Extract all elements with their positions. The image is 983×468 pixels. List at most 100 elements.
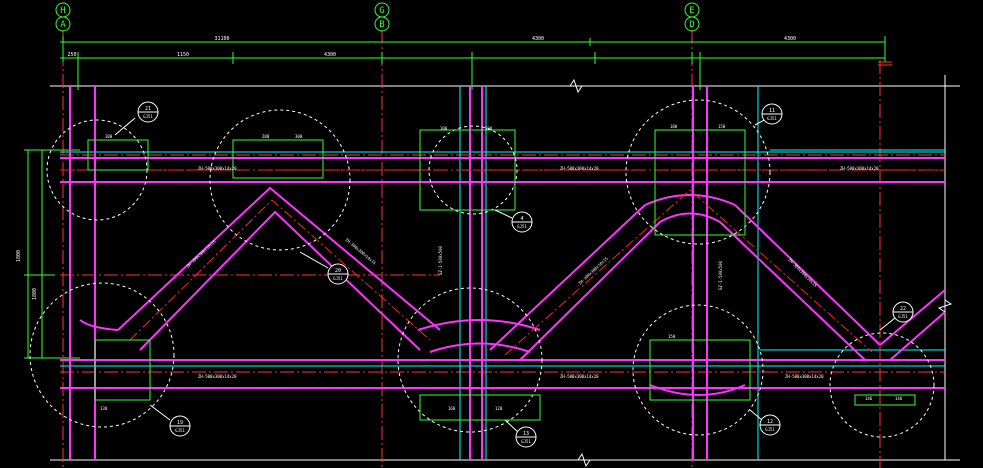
svg-text:12: 12 <box>767 419 773 425</box>
svg-text:300: 300 <box>295 134 303 139</box>
dim-sub-2: 4300 <box>324 52 336 58</box>
svg-text:500: 500 <box>485 126 493 131</box>
break-mark-right <box>937 299 953 313</box>
dim-sub-1: 1150 <box>177 52 189 58</box>
svg-text:21: 21 <box>145 106 151 112</box>
detail-zone-5[interactable] <box>29 282 175 428</box>
truss-members <box>60 86 946 460</box>
svg-text:120: 120 <box>495 406 503 411</box>
svg-text:130: 130 <box>100 406 108 411</box>
detail-zones <box>29 99 935 438</box>
diagonal-label-4: ZH-300x300x10x15 <box>787 257 818 288</box>
diagonal-4 <box>879 289 946 361</box>
svg-text:150: 150 <box>718 124 726 129</box>
axis-bubble-E[interactable]: E <box>684 2 700 18</box>
dim-top-3: 4300 <box>784 36 796 42</box>
column-middle <box>469 86 483 460</box>
svg-text:GJ51: GJ51 <box>767 116 777 121</box>
svg-text:GJ51: GJ51 <box>175 428 185 433</box>
bottom-chord-label-1: ZH-500x300x14x20 <box>198 374 237 379</box>
detail-zone-8[interactable] <box>829 332 935 438</box>
svg-text:GJ51: GJ51 <box>765 427 775 432</box>
axis-bubble-G[interactable]: G <box>374 2 390 18</box>
axis-label-H: H <box>60 6 65 16</box>
diagonal-label-1: ZH-300x300x10x15 <box>185 238 217 268</box>
top-chord-label-2: ZH-500x300x14x20 <box>560 166 599 171</box>
svg-text:GJ51: GJ51 <box>898 314 908 319</box>
diagonal-label-2: ZH-300x300x10x15 <box>344 237 377 266</box>
column-label-2: GZ-1-500x500 <box>718 261 723 290</box>
detail-zone-3[interactable] <box>428 125 518 215</box>
detail-callout-1[interactable]: 21 GJ51 <box>114 101 159 136</box>
svg-text:GJ51: GJ51 <box>143 114 153 119</box>
svg-text:13: 13 <box>523 431 529 437</box>
axis-bubble-A[interactable]: A <box>55 16 71 32</box>
axis-label-G: G <box>379 6 384 16</box>
column-left <box>69 86 96 460</box>
svg-text:150: 150 <box>668 334 676 339</box>
svg-text:100: 100 <box>440 126 448 131</box>
detail-callouts: 21 GJ51 20 GJ51 4 GJ51 11 GJ51 <box>114 101 914 448</box>
svg-text:GJ51: GJ51 <box>517 224 527 229</box>
svg-text:GJ51: GJ51 <box>521 439 531 444</box>
node-bottom-left <box>79 319 119 331</box>
detail-callout-3[interactable]: 4 GJ51 <box>494 209 533 233</box>
detail-callout-8[interactable]: 22 GJ51 <box>879 301 914 331</box>
svg-text:100: 100 <box>670 124 678 129</box>
node-dimension-texts: 100 200 300 100 500 100 150 130 160 120 … <box>100 124 903 411</box>
node-bottom-middle <box>417 319 541 353</box>
top-chord-label-3: ZH-500x300x14x20 <box>840 166 879 171</box>
axis-label-E: E <box>689 6 694 16</box>
dim-left-2: 1800 <box>32 288 38 300</box>
column-label-1: GZ-1-500x500 <box>438 246 443 275</box>
diagonal-3 <box>719 204 881 361</box>
detail-zone-4[interactable] <box>625 99 771 245</box>
node-top-right <box>644 194 736 223</box>
break-mark-top <box>569 78 583 94</box>
axis-label-A: A <box>60 20 66 30</box>
svg-text:200: 200 <box>262 134 270 139</box>
dim-top-2: 4300 <box>532 36 544 42</box>
left-dimension-texts: 1800 1800 <box>16 250 38 300</box>
bottom-chord-label-2: ZH-500x300x14x20 <box>560 374 599 379</box>
svg-text:146: 146 <box>865 396 873 401</box>
detail-callout-6[interactable]: 13 GJ51 <box>504 419 537 448</box>
top-dimension-chain <box>60 36 892 90</box>
svg-text:20: 20 <box>335 268 341 274</box>
cyan-auxiliary-lines <box>60 86 945 460</box>
axis-bubbles: H A G B E D <box>55 2 700 32</box>
detail-callout-2[interactable]: 20 GJ51 <box>299 251 349 285</box>
diagonal-pair-1-upper <box>117 186 441 331</box>
axis-lines <box>60 30 945 468</box>
axis-bubble-D[interactable]: D <box>684 16 700 32</box>
bottom-chord-label-3: ZH-500x300x14x20 <box>785 374 824 379</box>
node-dimension-boxes <box>87 129 916 421</box>
svg-text:22: 22 <box>900 306 906 312</box>
top-chord-label-1: ZH-500x300x14x20 <box>198 166 237 171</box>
member-centerlines <box>60 169 945 356</box>
detail-zone-6[interactable] <box>397 287 543 433</box>
break-marks <box>569 78 953 468</box>
detail-callout-7[interactable]: 12 GJ51 <box>749 409 781 436</box>
node-bottom-right <box>649 384 746 396</box>
axis-bubble-B[interactable]: B <box>374 16 390 32</box>
dim-left-1: 1800 <box>16 250 22 262</box>
diagonal-2 <box>489 204 661 361</box>
column-right <box>692 86 708 460</box>
detail-callout-5[interactable]: 19 GJ51 <box>149 404 191 437</box>
detail-zone-7[interactable] <box>632 304 764 436</box>
axis-label-D: D <box>689 20 694 30</box>
top-dimension-texts: 31100 4300 4300 1150 4300 250 <box>67 36 796 58</box>
axis-label-B: B <box>379 20 384 30</box>
dim-top-total: 31100 <box>214 36 229 42</box>
detail-zone-2[interactable] <box>209 109 351 251</box>
svg-text:160: 160 <box>448 406 456 411</box>
svg-text:GJ51: GJ51 <box>333 276 343 281</box>
diagonal-pair-1-lower <box>139 210 421 351</box>
detail-callout-4[interactable]: 11 GJ51 <box>754 103 783 126</box>
axis-bubble-H[interactable]: H <box>55 2 71 18</box>
svg-text:4: 4 <box>520 216 523 222</box>
dim-sub-3: 250 <box>67 52 76 58</box>
